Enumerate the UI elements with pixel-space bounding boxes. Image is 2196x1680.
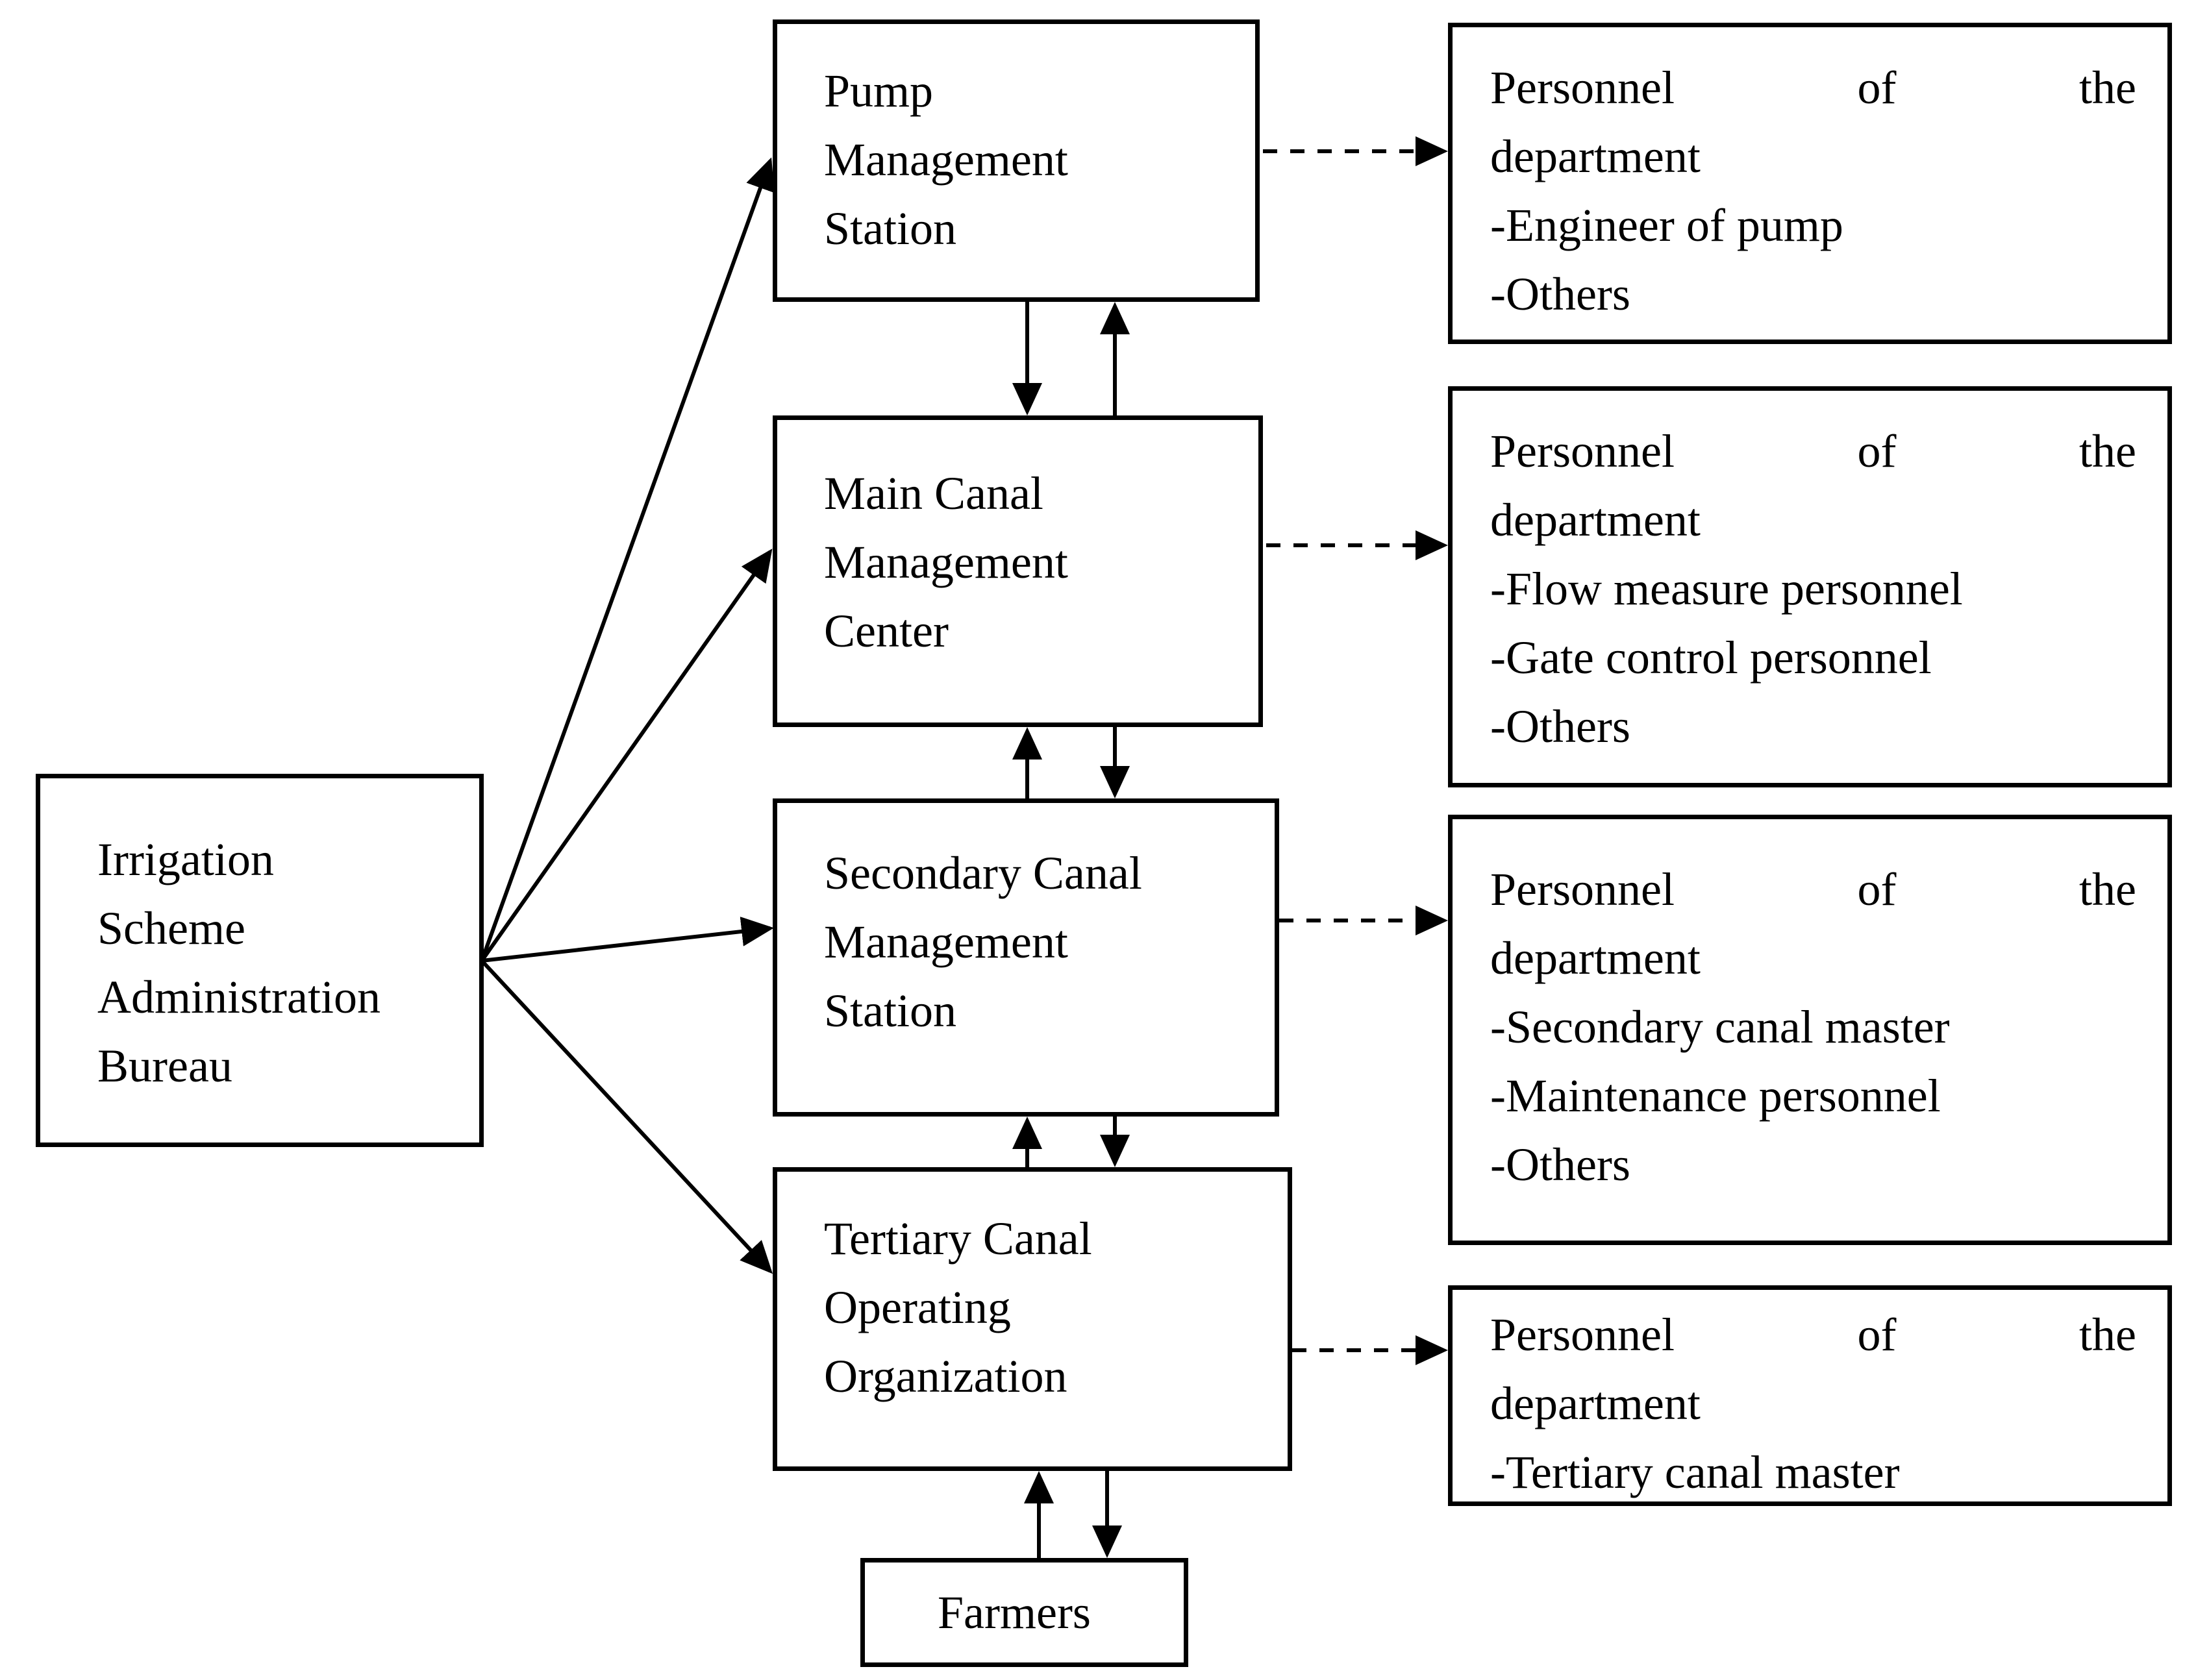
tertiary-canal-label-line: Operating	[824, 1281, 1011, 1333]
secondary-canal-label-line: Secondary Canal	[824, 847, 1142, 899]
personnel-title-word: of	[1857, 863, 1897, 915]
tertiary-canal-operating-organization-box: Tertiary Canal Operating Organization	[773, 1167, 1292, 1471]
personnel-title-word: of	[1857, 425, 1897, 477]
main-canal-label-line: Management	[824, 536, 1068, 588]
personnel-item: -Others	[1490, 268, 1630, 320]
personnel-title-word: the	[2079, 863, 2136, 915]
personnel-title-word: of	[1857, 62, 1897, 114]
personnel-title-cont: department	[1490, 494, 1701, 546]
bureau-label-line: Bureau	[97, 1040, 232, 1092]
pump-management-station-box: Pump Management Station	[773, 19, 1260, 302]
personnel-title-line: Personnel of the	[1490, 855, 2136, 924]
personnel-item: -Engineer of pump	[1490, 199, 1843, 251]
bureau-label-line: Irrigation	[97, 834, 274, 885]
pump-label-line: Station	[824, 203, 957, 254]
personnel-box-main-canal: Personnel of the department -Flow measur…	[1448, 386, 2172, 787]
personnel-title-word: the	[2079, 425, 2136, 477]
main-canal-label-line: Main Canal	[824, 467, 1043, 519]
personnel-title-line: Personnel of the	[1490, 53, 2136, 122]
personnel-box-secondary-canal: Personnel of the department -Secondary c…	[1448, 815, 2172, 1245]
arrow-bureau-to-pump	[480, 157, 775, 962]
personnel-title-line: Personnel of the	[1490, 1300, 2136, 1369]
tertiary-canal-label-line: Tertiary Canal	[824, 1213, 1092, 1265]
main-canal-label-line: Center	[824, 605, 949, 657]
personnel-box-pump: Personnel of the department -Engineer of…	[1448, 23, 2172, 344]
bureau-label-line: Scheme	[97, 902, 245, 954]
secondary-canal-label-line: Station	[824, 985, 957, 1037]
secondary-canal-label-line: Management	[824, 916, 1068, 968]
arrow-bureau-to-tertiary-canal	[480, 959, 773, 1274]
personnel-box-tertiary-canal: Personnel of the department -Tertiary ca…	[1448, 1285, 2172, 1506]
main-canal-management-center-box: Main Canal Management Center	[773, 415, 1263, 727]
personnel-title-word: the	[2079, 62, 2136, 114]
personnel-title-word: Personnel	[1490, 1309, 1675, 1361]
personnel-title-word: Personnel	[1490, 425, 1675, 477]
personnel-item: -Gate control personnel	[1490, 632, 1932, 684]
personnel-item: -Flow measure personnel	[1490, 563, 1963, 615]
personnel-item: -Tertiary canal master	[1490, 1446, 1900, 1498]
farmers-box: Farmers	[860, 1558, 1188, 1667]
arrow-bureau-to-secondary-canal	[481, 917, 774, 963]
personnel-title-cont: department	[1490, 932, 1701, 984]
personnel-title-word: of	[1857, 1309, 1897, 1361]
arrow-bureau-to-main-canal	[480, 549, 773, 962]
personnel-title-line: Personnel of the	[1490, 417, 2136, 486]
secondary-canal-management-station-box: Secondary Canal Management Station	[773, 798, 1279, 1117]
pump-label-line: Management	[824, 134, 1068, 186]
bureau-label-line: Administration	[97, 971, 381, 1023]
personnel-item: -Maintenance personnel	[1490, 1070, 1941, 1122]
personnel-title-word: Personnel	[1490, 62, 1675, 114]
personnel-title-cont: department	[1490, 1377, 1701, 1429]
tertiary-canal-label-line: Organization	[824, 1350, 1067, 1402]
personnel-item: -Others	[1490, 1139, 1630, 1191]
farmers-label: Farmers	[938, 1587, 1091, 1638]
bureau-box: Irrigation Scheme Administration Bureau	[36, 774, 484, 1147]
personnel-title-word: Personnel	[1490, 863, 1675, 915]
pump-label-line: Pump	[824, 65, 934, 117]
personnel-title-word: the	[2079, 1309, 2136, 1361]
personnel-title-cont: department	[1490, 130, 1701, 182]
personnel-item: -Secondary canal master	[1490, 1001, 1950, 1053]
personnel-item: -Others	[1490, 700, 1630, 752]
